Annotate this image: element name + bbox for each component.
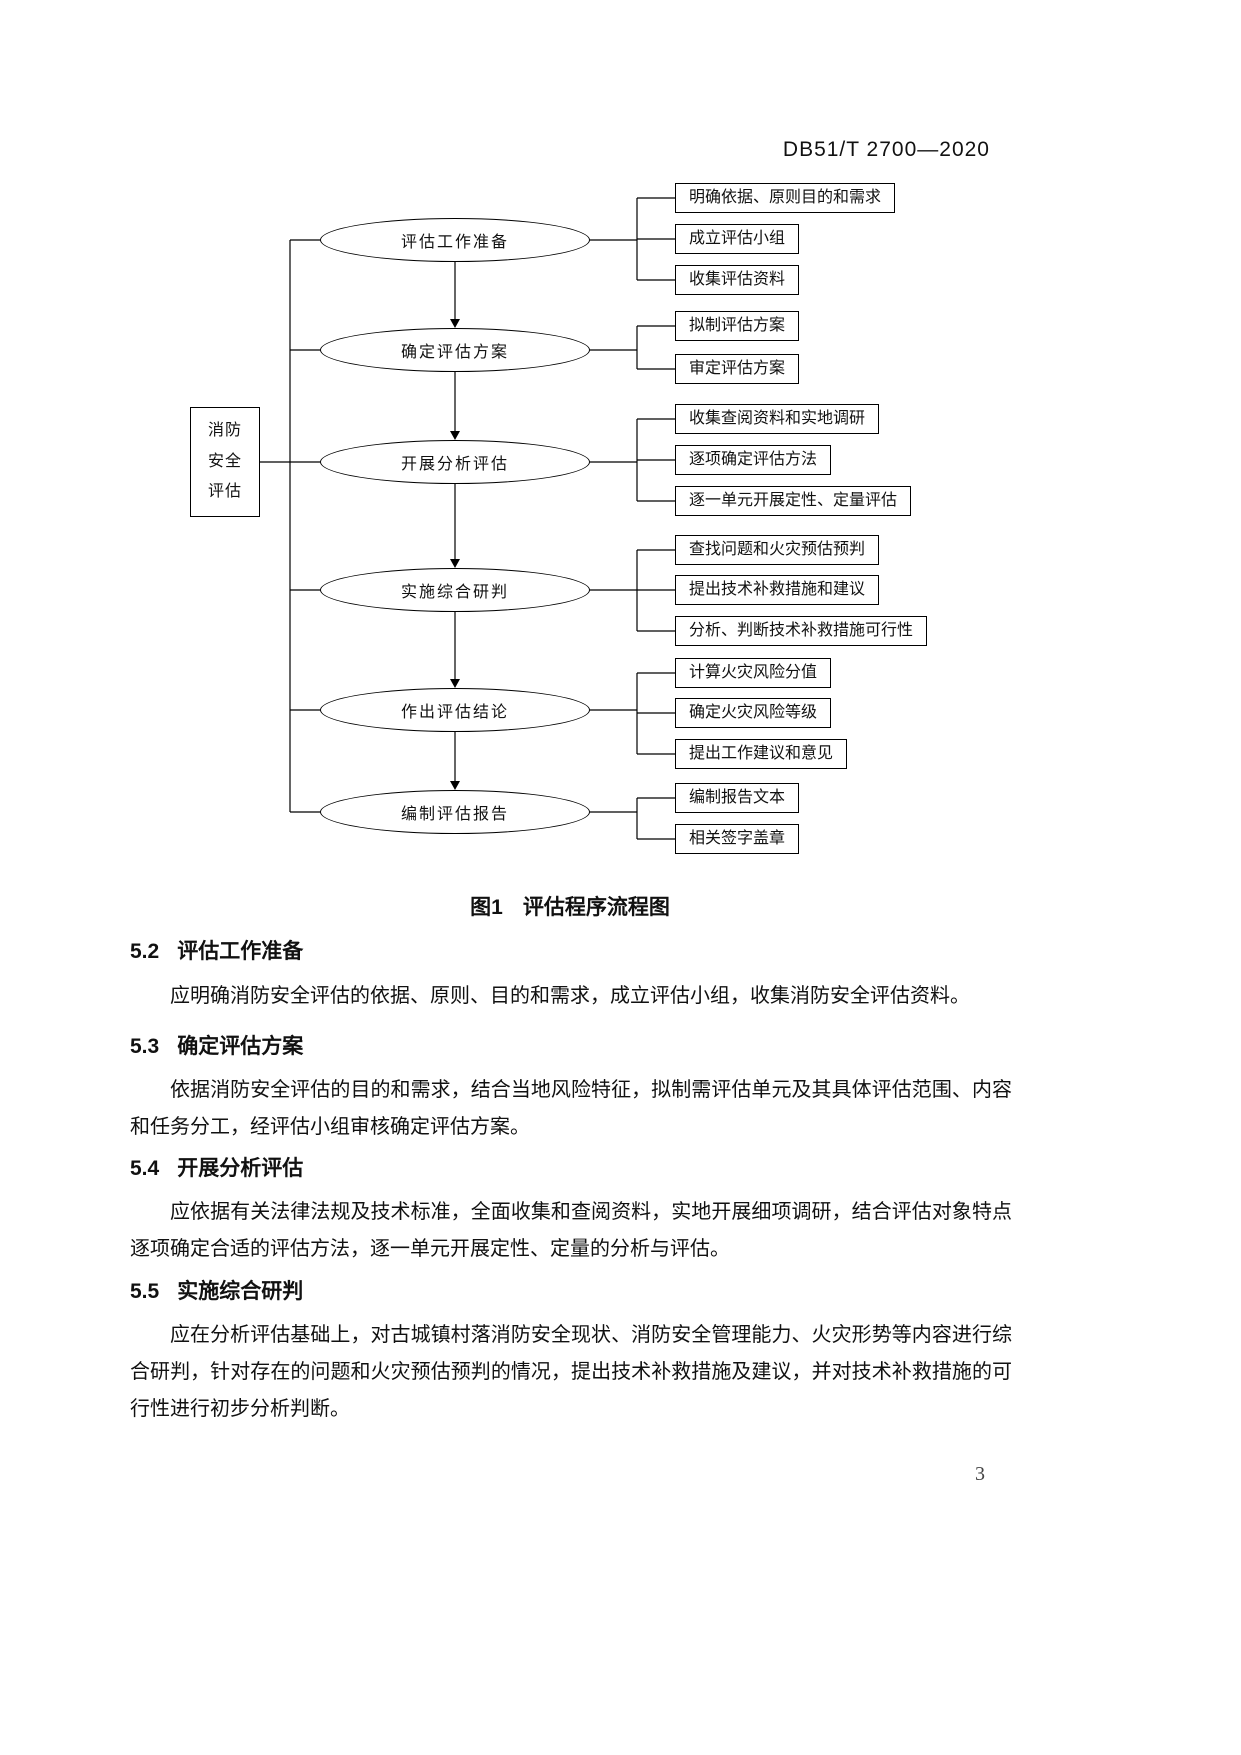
section-title: 实施综合研判 <box>177 1280 304 1303</box>
flow-stage-ellipse-5: 作出评估结论 <box>320 688 590 732</box>
section-heading-5-3: 5.3 确定评估方案 <box>130 1030 303 1060</box>
flow-step-box: 明确依据、原则目的和需求 <box>675 183 896 213</box>
section-number: 5.3 <box>130 1035 160 1058</box>
section-title: 开展分析评估 <box>177 1157 304 1180</box>
section-paragraph-5-5: 应在分析评估基础上，对古城镇村落消防安全现状、消防安全管理能力、火灾形势等内容进… <box>130 1324 1012 1420</box>
flow-stage-ellipse-2: 确定评估方案 <box>320 328 590 372</box>
flow-step-box: 提出技术补救措施和建议 <box>675 575 880 605</box>
flow-step-box: 编制报告文本 <box>675 783 800 813</box>
assessment-procedure-flowchart: 消防安全评估 评估工作准备 确定评估方案 开展分析评估 实施综合研判 作出评估结… <box>130 175 1110 875</box>
figure-caption-label: 图1 <box>470 896 503 919</box>
doc-number: DB51/T 2700—2020 <box>782 138 990 161</box>
flow-step-box: 收集评估资料 <box>675 265 800 295</box>
flow-step-box: 提出工作建议和意见 <box>675 739 848 769</box>
flow-step-box: 逐项确定评估方法 <box>675 445 832 475</box>
section-number: 5.4 <box>130 1157 160 1180</box>
flow-step-box: 收集查阅资料和实地调研 <box>675 404 880 434</box>
section-number: 5.2 <box>130 940 160 963</box>
section-paragraph-5-3: 依据消防安全评估的目的和需求，结合当地风险特征，拟制需评估单元及其具体评估范围、… <box>130 1079 1012 1138</box>
flow-stage-ellipse-3: 开展分析评估 <box>320 440 590 484</box>
flow-stage-ellipse-4: 实施综合研判 <box>320 568 590 612</box>
flow-step-box: 拟制评估方案 <box>675 311 800 341</box>
section-heading-5-2: 5.2 评估工作准备 <box>130 935 303 965</box>
flow-step-box: 逐一单元开展定性、定量评估 <box>675 486 912 516</box>
flow-step-box: 成立评估小组 <box>675 224 800 254</box>
flow-root-label: 消防安全评估 <box>207 422 242 501</box>
section-title: 确定评估方案 <box>177 1035 304 1058</box>
figure-caption-title: 评估程序流程图 <box>522 896 670 919</box>
section-number: 5.5 <box>130 1280 160 1303</box>
flow-stage-ellipse-6: 编制评估报告 <box>320 790 590 834</box>
page-number: 3 <box>975 1463 985 1485</box>
flow-step-box: 分析、判断技术补救措施可行性 <box>675 616 928 646</box>
flow-step-box: 计算火灾风险分值 <box>675 658 832 688</box>
section-paragraph-5-4: 应依据有关法律法规及技术标准，全面收集和查阅资料，实地开展细项调研，结合评估对象… <box>130 1201 1012 1260</box>
arrowheads <box>450 319 460 790</box>
figure-caption: 图1 评估程序流程图 <box>130 891 1010 921</box>
section-title: 评估工作准备 <box>177 940 304 963</box>
flow-step-box: 确定火灾风险等级 <box>675 698 832 728</box>
section-heading-5-4: 5.4 开展分析评估 <box>130 1152 303 1182</box>
section-heading-5-5: 5.5 实施综合研判 <box>130 1275 303 1305</box>
flow-step-box: 相关签字盖章 <box>675 824 800 854</box>
flow-step-box: 审定评估方案 <box>675 354 800 384</box>
flow-root-box: 消防安全评估 <box>190 407 260 517</box>
flow-stage-ellipse-1: 评估工作准备 <box>320 218 590 262</box>
flow-connectors <box>260 197 675 840</box>
flow-step-box: 查找问题和火灾预估预判 <box>675 535 880 565</box>
section-paragraph-5-2: 应明确消防安全评估的依据、原则、目的和需求，成立评估小组，收集消防安全评估资料。 <box>170 985 970 1007</box>
